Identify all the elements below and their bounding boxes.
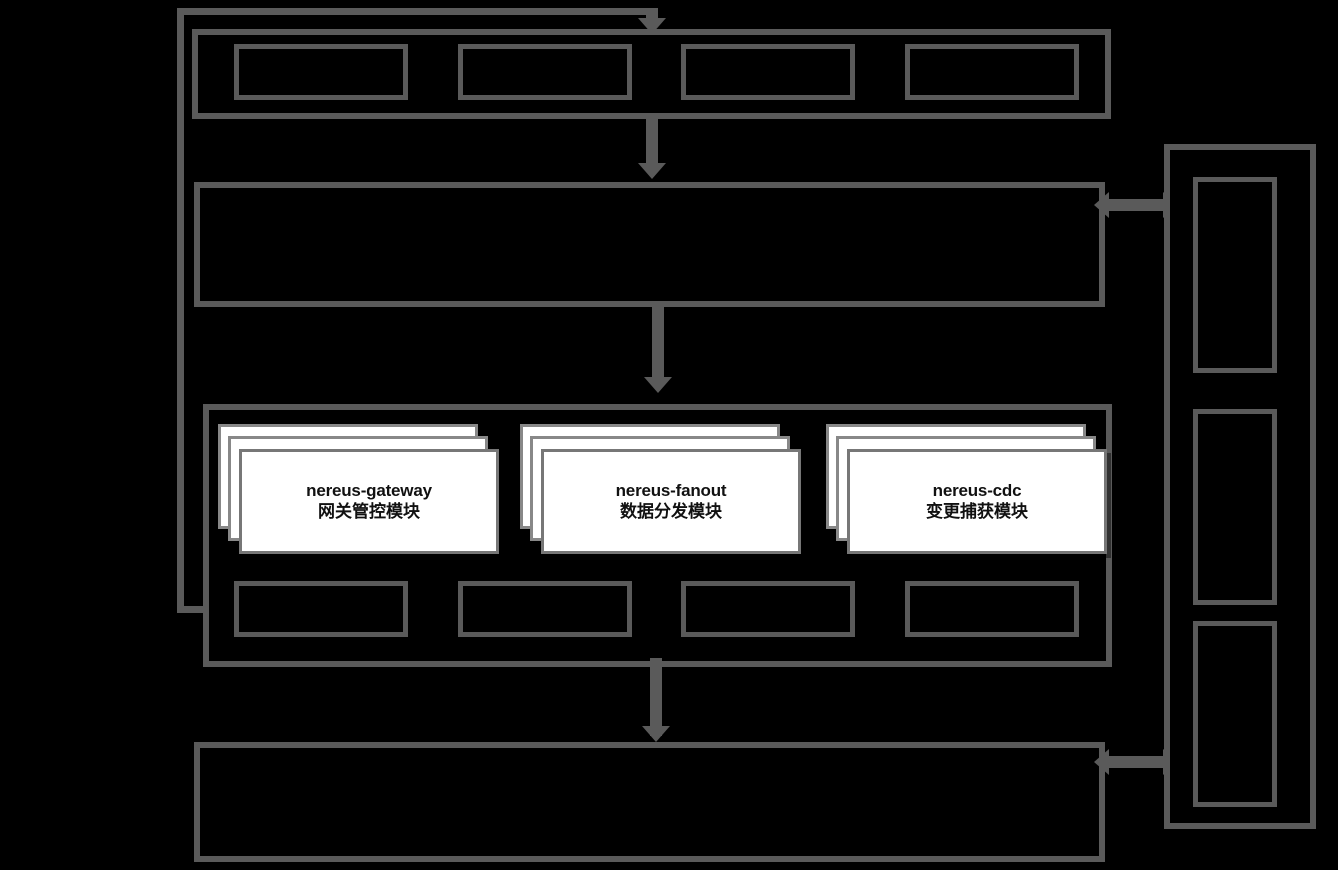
connector-second-to-module-stem [652,307,664,385]
module-card-nereus-gateway[interactable]: nereus-gateway 网关管控模块 [218,424,499,554]
module-card-sheet-front: nereus-fanout 数据分发模块 [541,449,801,554]
right-column-box-3[interactable] [1193,621,1277,807]
bottom-band-container [194,742,1105,862]
connector-bottom-to-right-arrowhead-left [1094,749,1109,775]
right-column-box-1[interactable] [1193,177,1277,373]
module-name: nereus-gateway [306,481,432,501]
module-band-sub-box-2[interactable] [458,581,632,637]
right-column-box-2[interactable] [1193,409,1277,605]
module-card-nereus-cdc[interactable]: nereus-cdc 变更捕获模块 [826,424,1107,554]
connector-top-to-second-arrowhead [638,163,666,179]
top-band-box-1[interactable] [234,44,408,100]
left-feedback-vertical-line [177,8,184,613]
connector-bottom-to-right-line [1104,756,1170,768]
module-description: 变更捕获模块 [926,501,1028,521]
module-name: nereus-cdc [932,481,1022,501]
connector-module-to-bottom-stem [650,658,662,736]
left-feedback-top-line [177,8,652,15]
top-band-box-2[interactable] [458,44,632,100]
top-band-box-3[interactable] [681,44,855,100]
connector-second-to-right-arrowhead-left [1094,192,1109,218]
connector-top-to-second-stem [646,119,658,171]
module-card-sheet-front: nereus-cdc 变更捕获模块 [847,449,1107,554]
module-name: nereus-fanout [615,481,727,501]
connector-second-to-right-line [1104,199,1170,211]
module-description: 网关管控模块 [318,501,420,521]
module-band-sub-box-4[interactable] [905,581,1079,637]
connector-second-to-module-arrowhead [644,377,672,393]
top-band-box-4[interactable] [905,44,1079,100]
module-description: 数据分发模块 [620,501,722,521]
module-band-sub-box-1[interactable] [234,581,408,637]
module-card-nereus-fanout[interactable]: nereus-fanout 数据分发模块 [520,424,801,554]
module-card-sheet-front: nereus-gateway 网关管控模块 [239,449,499,554]
connector-module-to-bottom-arrowhead [642,726,670,742]
module-band-sub-box-3[interactable] [681,581,855,637]
second-band-container [194,182,1105,307]
